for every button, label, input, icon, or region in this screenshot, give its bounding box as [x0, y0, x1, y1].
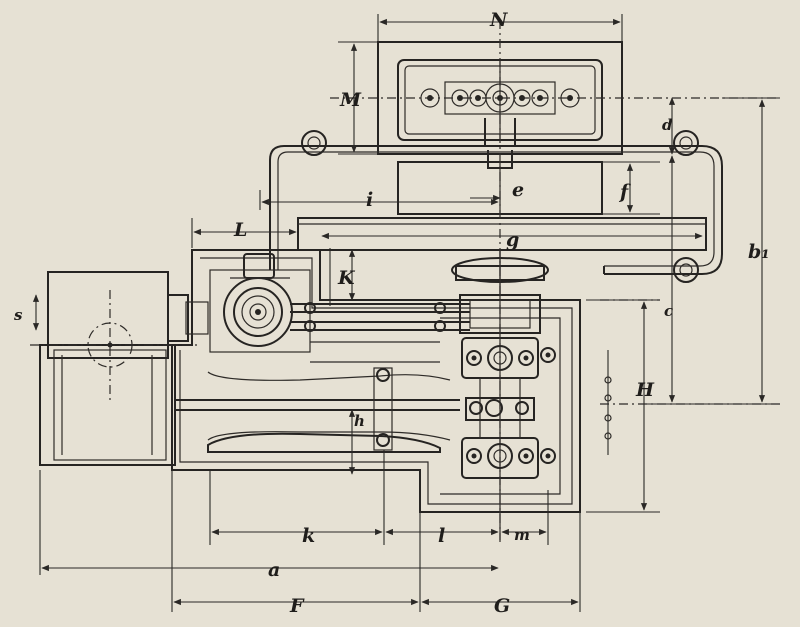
label-k: k: [302, 525, 315, 547]
label-L: L: [233, 219, 247, 241]
marker-circles: [604, 376, 612, 440]
crosshead-icon: [304, 302, 316, 332]
label-M: M: [339, 89, 362, 111]
belt-guard: [297, 217, 707, 251]
label-N: N: [489, 9, 508, 31]
label-i: i: [366, 189, 373, 211]
cylinder: [39, 271, 209, 466]
pulley-e: [397, 161, 603, 215]
bearing-bolts: [466, 345, 556, 469]
label-s: s: [14, 306, 23, 324]
bolt-icon: [515, 401, 529, 415]
pipe-loop: [269, 145, 723, 275]
label-d: d: [662, 116, 673, 134]
bolt-icon: [540, 448, 556, 464]
bolt-icon: [518, 350, 534, 366]
label-l: l: [438, 525, 445, 547]
crosshead-icon: [434, 302, 446, 332]
label-e: e: [512, 179, 524, 201]
bolt-icon: [466, 448, 482, 464]
label-h: h: [354, 412, 365, 430]
dimension-labels: N M d e f i L g b₁ K c s H h k l m a F G: [14, 9, 770, 617]
label-F: F: [289, 595, 305, 617]
label-a: a: [268, 559, 280, 581]
dimension-lines: [32, 14, 780, 612]
bolt-icon: [518, 448, 534, 464]
label-b1: b₁: [748, 241, 770, 263]
label-G: G: [494, 595, 510, 617]
label-c: c: [664, 302, 673, 320]
bolt-icon: [540, 347, 556, 363]
crosshead-guide: [207, 367, 441, 453]
bolt-icon: [485, 399, 503, 417]
bolt-icon: [469, 401, 483, 415]
connecting-rods: [174, 302, 470, 441]
label-f: f: [618, 181, 631, 203]
label-g: g: [506, 229, 519, 251]
bolt-icon: [466, 350, 482, 366]
flange-icon: [301, 130, 327, 156]
label-m: m: [514, 526, 530, 544]
label-K: K: [337, 267, 356, 289]
flange-icon: [673, 257, 699, 283]
label-H: H: [635, 379, 655, 401]
